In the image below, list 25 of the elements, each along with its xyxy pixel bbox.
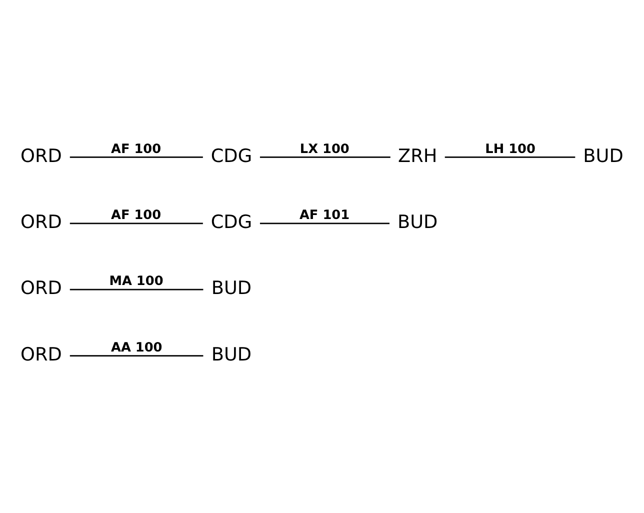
edge-label: MA 100 [109,274,164,290]
connector [444,156,576,158]
node-text: ORD [20,344,62,366]
connector [70,222,203,224]
connector [70,288,204,290]
connector [260,222,390,224]
edge-label: AA 100 [111,340,162,356]
connector [70,355,204,356]
node-text: BUD [583,146,624,167]
connector [260,156,390,158]
node-text: BUD [211,344,252,366]
node-text: CDG [210,146,252,167]
edge-label: LH 100 [485,142,536,157]
node-text: BUD [397,212,438,234]
node-text: ZRH [398,146,438,167]
node-text: CDG [210,212,252,234]
node-text: ORD [20,146,62,167]
connector [70,156,203,158]
edge-label: AF 100 [111,208,162,223]
node-text: ORD [20,212,62,234]
edge-label: AF 101 [299,208,350,223]
edge-label: LX 100 [300,142,350,157]
node-text: BUD [211,278,252,300]
node-text: ORD [20,278,62,300]
edge-label: AF 100 [111,142,162,157]
